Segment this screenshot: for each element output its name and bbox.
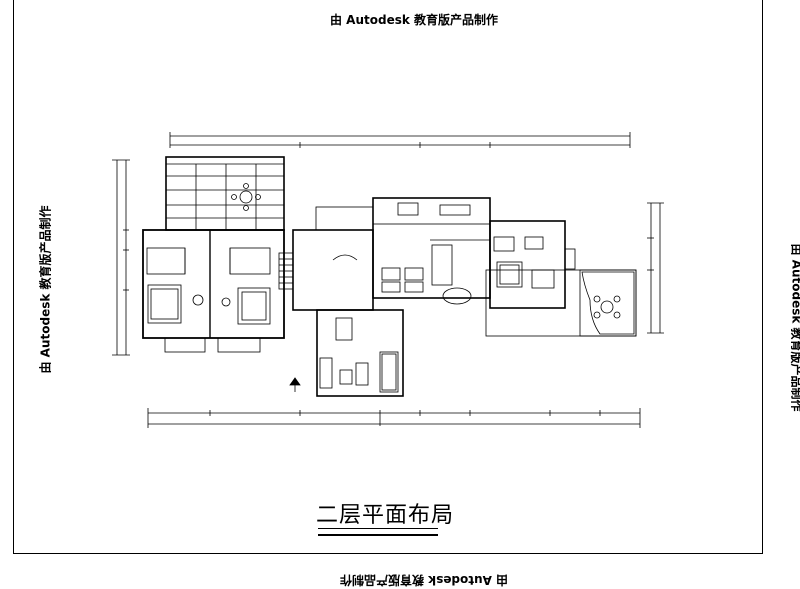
garden-terrace — [485, 269, 637, 337]
dimension-bottom — [147, 408, 641, 428]
pergola-terrace — [165, 156, 285, 231]
left-bedroom-suites — [142, 229, 285, 353]
lower-study — [316, 309, 404, 397]
right-bedroom — [489, 220, 576, 309]
watermark-top: 由 Autodesk 教育版产品制作 — [330, 13, 499, 27]
title-underline-thick — [318, 534, 438, 536]
dimension-right — [647, 202, 664, 334]
stair-corridor — [278, 252, 294, 290]
dimension-left — [112, 159, 130, 356]
north-arrow-icon — [289, 377, 301, 392]
title-underline — [318, 528, 438, 529]
plan-title: 二层平面布局 — [316, 503, 455, 528]
central-living-room — [372, 197, 491, 305]
central-hall — [292, 206, 374, 311]
dimension-top — [169, 132, 631, 148]
sheet-border — [13, 0, 763, 554]
